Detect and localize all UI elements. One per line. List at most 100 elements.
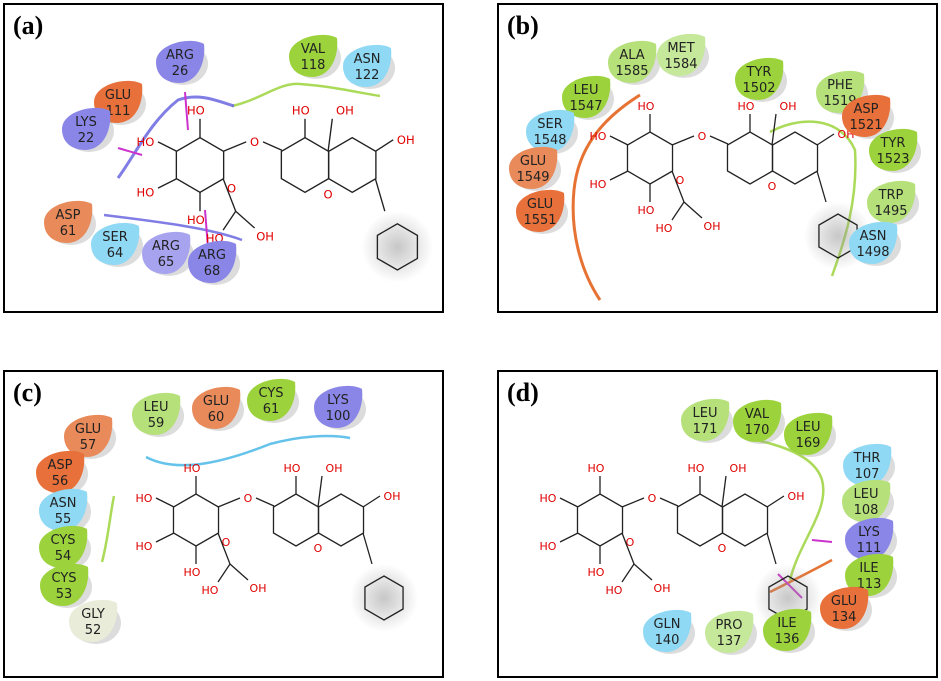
residue-name: ILE xyxy=(777,616,796,631)
residue-blob xyxy=(849,221,898,264)
residue-blob xyxy=(681,398,730,441)
residue-blob xyxy=(608,40,657,83)
residue-name: LYS xyxy=(858,525,880,540)
atom-label: HO xyxy=(184,566,201,579)
residue-number: 170 xyxy=(745,423,770,438)
residue-name: GLU xyxy=(527,197,553,212)
residue-name: LEU xyxy=(693,406,718,421)
residue-name: ASN xyxy=(50,496,77,511)
residue-blob xyxy=(735,57,784,100)
residue-number: 52 xyxy=(85,623,102,638)
residue-name: GLU xyxy=(105,88,131,103)
residue-number: 57 xyxy=(80,438,97,453)
residue-blob xyxy=(869,128,918,171)
residue-blob xyxy=(842,94,891,137)
atom-label: O xyxy=(768,180,777,193)
atom-label: O xyxy=(324,188,333,202)
atom-label: O xyxy=(626,536,635,549)
residue-name: VAL xyxy=(745,407,770,422)
residue-blob xyxy=(91,222,140,265)
atom-label: HO xyxy=(540,492,557,505)
panel-b-label: (b) xyxy=(507,11,539,40)
residue-blob xyxy=(62,107,111,150)
residue-name: VAL xyxy=(301,42,326,57)
residue-number: 56 xyxy=(52,474,69,489)
residue-name: TRP xyxy=(878,188,904,203)
atom-label: HO xyxy=(540,540,557,553)
residue-blob xyxy=(763,608,812,651)
residue-blob xyxy=(784,412,833,455)
residue-name: GLU xyxy=(831,594,857,609)
residue-blob xyxy=(69,599,118,642)
residue-blob xyxy=(142,231,191,274)
residue-name: LEU xyxy=(574,83,599,98)
interaction-line xyxy=(103,213,243,242)
residue-number: 55 xyxy=(55,512,72,527)
residue-name: ASP xyxy=(56,208,81,223)
residue-blob xyxy=(39,488,88,531)
atom-label: HO xyxy=(187,213,205,227)
residue-number: 1551 xyxy=(523,213,556,228)
residue-blob xyxy=(314,385,363,428)
residue-name: GLU xyxy=(75,422,101,437)
atom-label: HO xyxy=(638,204,655,217)
atom-label: HO xyxy=(590,178,607,191)
hydrogen-bond xyxy=(117,147,143,156)
residue-blob xyxy=(188,240,237,283)
atom-label: HO xyxy=(136,540,153,553)
atom-label: HO xyxy=(137,135,155,149)
atom-label: O xyxy=(698,130,707,143)
residue-number: 59 xyxy=(148,416,165,431)
residue-blob xyxy=(845,553,894,596)
residue-blob xyxy=(705,610,754,653)
residue-name: ARG xyxy=(152,239,180,254)
residue-blob xyxy=(289,34,338,77)
residue-name: GLY xyxy=(81,607,105,622)
residue-name: ASP xyxy=(48,458,73,473)
residue-name: MET xyxy=(667,41,694,56)
residue-number: 64 xyxy=(107,246,124,261)
residue-name: ASN xyxy=(354,52,381,67)
residue-blob xyxy=(516,189,565,232)
residue-blob xyxy=(156,40,205,83)
atom-label: OH xyxy=(780,100,797,113)
atom-label: OH xyxy=(730,462,747,475)
residue-blob xyxy=(643,609,692,652)
panel-a-label: (a) xyxy=(13,11,44,40)
atom-label: OH xyxy=(256,230,274,244)
atom-label: O xyxy=(222,536,231,549)
residue-number: 1585 xyxy=(615,64,648,79)
residue-number: 53 xyxy=(56,587,73,602)
residue-number: 136 xyxy=(775,632,800,647)
residue-blob xyxy=(247,378,296,421)
residue-number: 137 xyxy=(717,634,742,649)
atom-label: OH xyxy=(704,220,721,233)
residue-name: ILE xyxy=(859,561,878,576)
residue-number: 171 xyxy=(693,422,718,437)
residue-blob xyxy=(526,109,575,152)
residue-number: 1498 xyxy=(856,245,889,260)
residue-number: 1502 xyxy=(742,81,775,96)
atom-label: HO xyxy=(284,462,301,475)
atom-label: HO xyxy=(137,186,155,200)
residue-name: CYS xyxy=(258,386,283,401)
